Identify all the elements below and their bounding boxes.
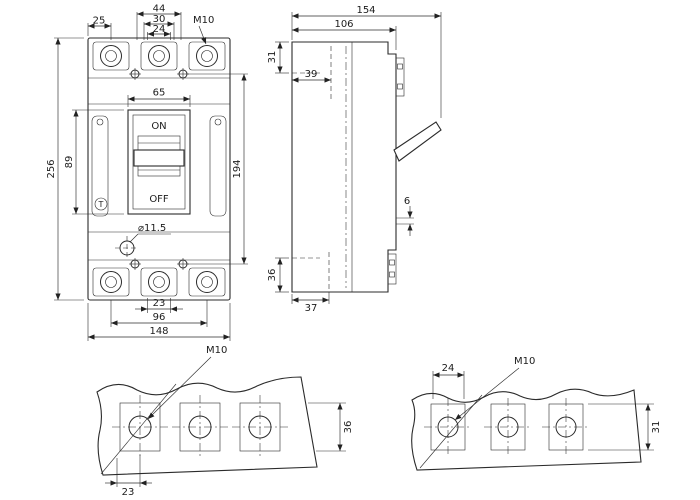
terminal-screw	[148, 45, 170, 67]
panel-break-outline	[411, 388, 642, 471]
dim-36: 36	[267, 269, 278, 282]
dim-6: 6	[404, 196, 410, 207]
terminal-screw	[100, 271, 122, 293]
panel-hole-callout: ⌀11.5	[115, 223, 171, 260]
dim-30: 30	[153, 14, 166, 25]
dim-24: 24	[153, 24, 166, 35]
toggle-handle	[133, 149, 185, 167]
dim-256: 256	[46, 159, 57, 178]
mounting-pads	[424, 398, 590, 456]
dim-44: 44	[153, 4, 166, 15]
terminal-screw	[148, 271, 170, 293]
dim-25: 25	[93, 16, 106, 27]
detail-top-mounting: 24 M10 31	[411, 356, 662, 471]
side-details	[292, 42, 414, 292]
terminal-screw	[196, 271, 218, 293]
dim-194: 194	[232, 159, 243, 178]
dim-31: 31	[267, 51, 278, 64]
on-label: ON	[151, 121, 166, 132]
side-slot	[91, 115, 109, 217]
dim-23: 23	[122, 487, 135, 498]
thread-label-m10: M10	[514, 356, 535, 367]
terminal-shroud	[387, 253, 397, 285]
trip-label: T	[98, 200, 104, 209]
body-section-lines	[88, 77, 230, 261]
mounting-pads	[112, 395, 288, 459]
top-terminals	[92, 41, 226, 80]
front-view: ON OFF T ⌀11.5	[46, 4, 248, 341]
thread-label-m10: M10	[206, 345, 227, 356]
breaker-body-outline	[87, 37, 231, 301]
terminal-shroud	[395, 57, 405, 97]
thread-label-m10: M10	[193, 15, 214, 26]
side-slot	[209, 115, 227, 217]
terminal-screw	[100, 45, 122, 67]
switch-frame	[127, 109, 191, 215]
trip-button	[94, 197, 108, 211]
section-line	[100, 383, 177, 475]
dim-hole-dia: ⌀11.5	[138, 223, 166, 234]
side-dimensions: 154 106 31 39 6 36 37	[267, 5, 442, 314]
dim-96: 96	[153, 312, 166, 323]
off-label: OFF	[149, 194, 169, 205]
side-view: 154 106 31 39 6 36 37	[267, 5, 442, 314]
dim-154: 154	[356, 5, 375, 16]
dim-23: 23	[153, 298, 166, 309]
dim-106: 106	[334, 19, 353, 30]
dim-31: 31	[651, 421, 662, 434]
dim-89: 89	[64, 156, 75, 169]
dim-37: 37	[305, 303, 318, 314]
mid-section: ON OFF T	[91, 109, 227, 217]
detail-a-dimensions: M10 36 23	[105, 345, 354, 498]
panel-break-outline	[96, 376, 318, 476]
dim-148: 148	[149, 326, 168, 337]
front-dimensions: 44 30 24 25 M10 65 256 89	[46, 4, 248, 341]
toggle-handle-side	[393, 121, 442, 162]
dim-39: 39	[305, 69, 318, 80]
dim-65: 65	[153, 88, 166, 99]
side-profile-outline	[291, 41, 397, 293]
dim-36: 36	[343, 421, 354, 434]
detail-b-dimensions: 24 M10 31	[432, 356, 662, 451]
section-line	[419, 394, 483, 469]
dim-24: 24	[442, 363, 455, 374]
terminal-screw	[196, 45, 218, 67]
bottom-terminals	[92, 258, 226, 297]
detail-bottom-mounting: M10 36 23	[96, 345, 354, 498]
